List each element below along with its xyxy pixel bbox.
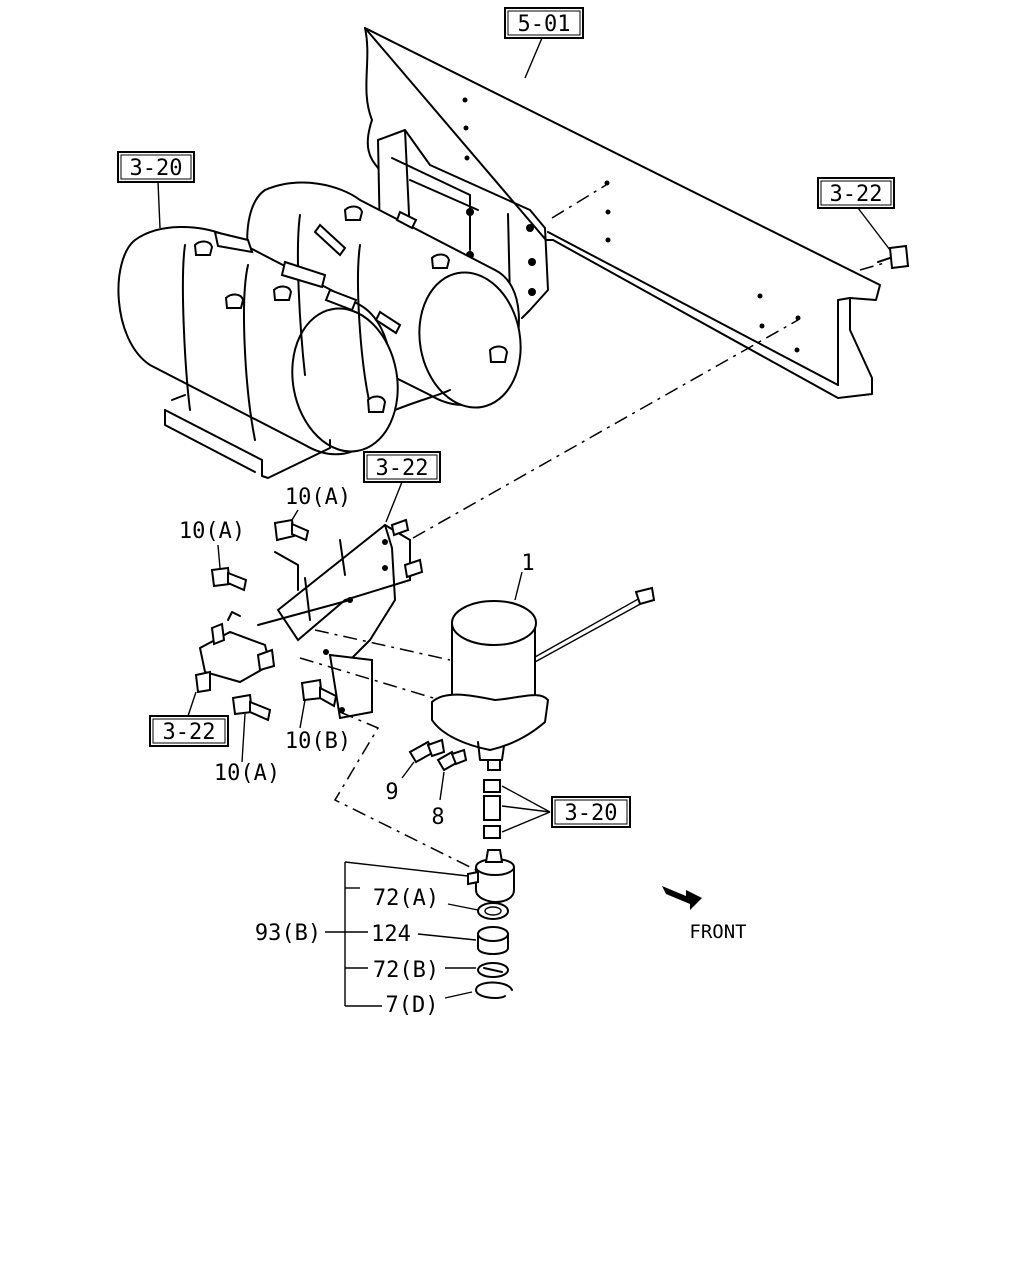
callout-bracket: 3-22 — [363, 451, 441, 483]
label-part-124: 124 — [371, 922, 411, 947]
callout-fitting-label: 3-20 — [565, 801, 618, 826]
label-seal-72a: 72(A) — [373, 886, 439, 911]
front-arrow-icon — [662, 886, 702, 910]
callout-frame: 5-01 — [504, 7, 584, 39]
tank-bracket — [377, 129, 549, 319]
callout-tank-label: 3-20 — [130, 156, 183, 181]
label-part-1: 1 — [521, 551, 534, 576]
label-fitting-9: 9 — [385, 780, 398, 805]
fittings — [408, 738, 501, 839]
label-bolt-10b: 10(B) — [285, 729, 351, 754]
air-tanks — [117, 181, 522, 479]
callout-valve: 3-22 — [149, 715, 229, 747]
callout-bolt-label: 3-22 — [830, 182, 883, 207]
bolts — [210, 518, 338, 722]
callout-fitting: 3-20 — [551, 796, 631, 828]
air-dryer — [333, 586, 656, 873]
mounting-bracket — [257, 518, 451, 720]
frame-rail — [364, 27, 910, 399]
label-seal-72b: 72(B) — [373, 958, 439, 983]
dryer-housing — [467, 849, 515, 999]
callout-bolt: 3-22 — [817, 177, 895, 209]
label-bolt-10a-bottom: 10(A) — [214, 761, 280, 786]
valve-assembly — [187, 611, 276, 717]
label-bolt-10a-left: 10(A) — [179, 519, 245, 544]
label-fitting-8: 8 — [431, 805, 444, 830]
label-ring-7d: 7(D) — [386, 993, 439, 1018]
callout-tank: 3-20 — [117, 151, 195, 183]
callout-bracket-label: 3-22 — [376, 456, 429, 481]
callout-frame-label: 5-01 — [518, 12, 571, 37]
callout-valve-label: 3-22 — [163, 720, 216, 745]
label-bolt-10a-top: 10(A) — [285, 485, 351, 510]
label-front: FRONT — [689, 921, 746, 943]
label-kit-93b: 93(B) — [255, 921, 321, 946]
